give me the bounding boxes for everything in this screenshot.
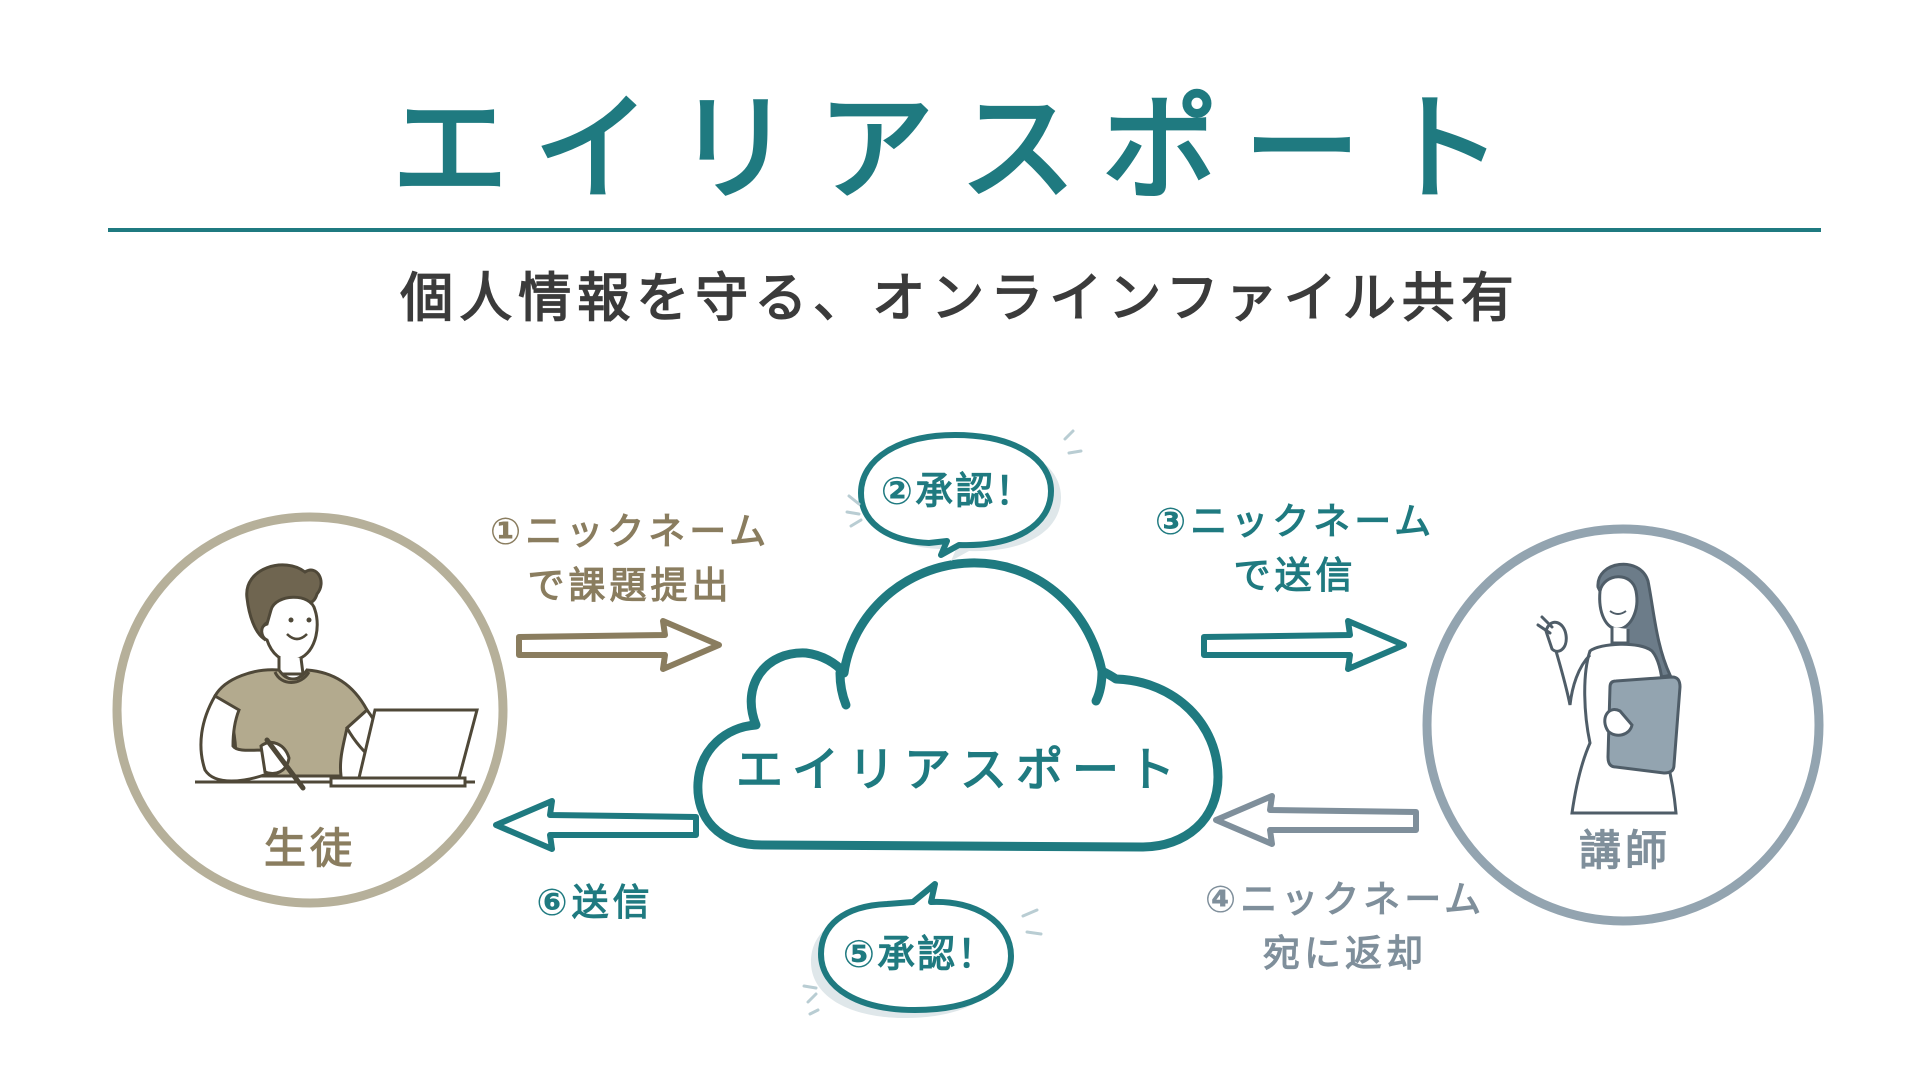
student-illustration xyxy=(195,563,479,791)
teacher-label: 講師 xyxy=(1578,826,1671,875)
arrow-cloud-to-student xyxy=(493,798,699,852)
student-label: 生徒 xyxy=(263,824,356,873)
speech-bubble-approve-top xyxy=(858,429,1083,561)
step-3-line2: で送信 xyxy=(1233,554,1357,597)
step-4-line2: 宛に返却 xyxy=(1263,932,1427,975)
step-4-line1: ④ニックネーム xyxy=(1204,878,1486,921)
arrow-cloud-to-teacher xyxy=(1201,618,1407,672)
step-2-approve: ②承認！ xyxy=(880,469,1036,513)
teacher-illustration xyxy=(1536,562,1682,815)
step-1-line2: で課題提出 xyxy=(527,564,733,607)
speech-bubble-approve-bottom xyxy=(811,881,1043,1018)
cloud-label: エイリアスポート xyxy=(736,743,1184,798)
bubble-accent-marks-bottom xyxy=(802,984,820,1016)
step-1-line1: ①ニックネーム xyxy=(489,510,771,553)
title-divider xyxy=(108,228,1821,232)
page-title: エイリアスポート xyxy=(392,82,1528,217)
page-subtitle: 個人情報を守る、オンラインファイル共有 xyxy=(400,268,1520,329)
step-3-label: ③ニックネーム で送信 xyxy=(1145,495,1445,603)
step-6-label: ⑥送信 xyxy=(536,881,654,924)
arrow-teacher-to-cloud xyxy=(1213,793,1419,847)
arrow-student-to-cloud xyxy=(516,618,722,672)
step-1-label: ①ニックネーム で課題提出 xyxy=(470,505,790,613)
cloud-shape xyxy=(693,558,1223,852)
step-5-approve: ⑤承認！ xyxy=(842,932,998,976)
step-4-label: ④ニックネーム 宛に返却 xyxy=(1195,873,1495,981)
step-3-line1: ③ニックネーム xyxy=(1154,500,1436,543)
bubble-accent-marks-top xyxy=(845,494,863,528)
